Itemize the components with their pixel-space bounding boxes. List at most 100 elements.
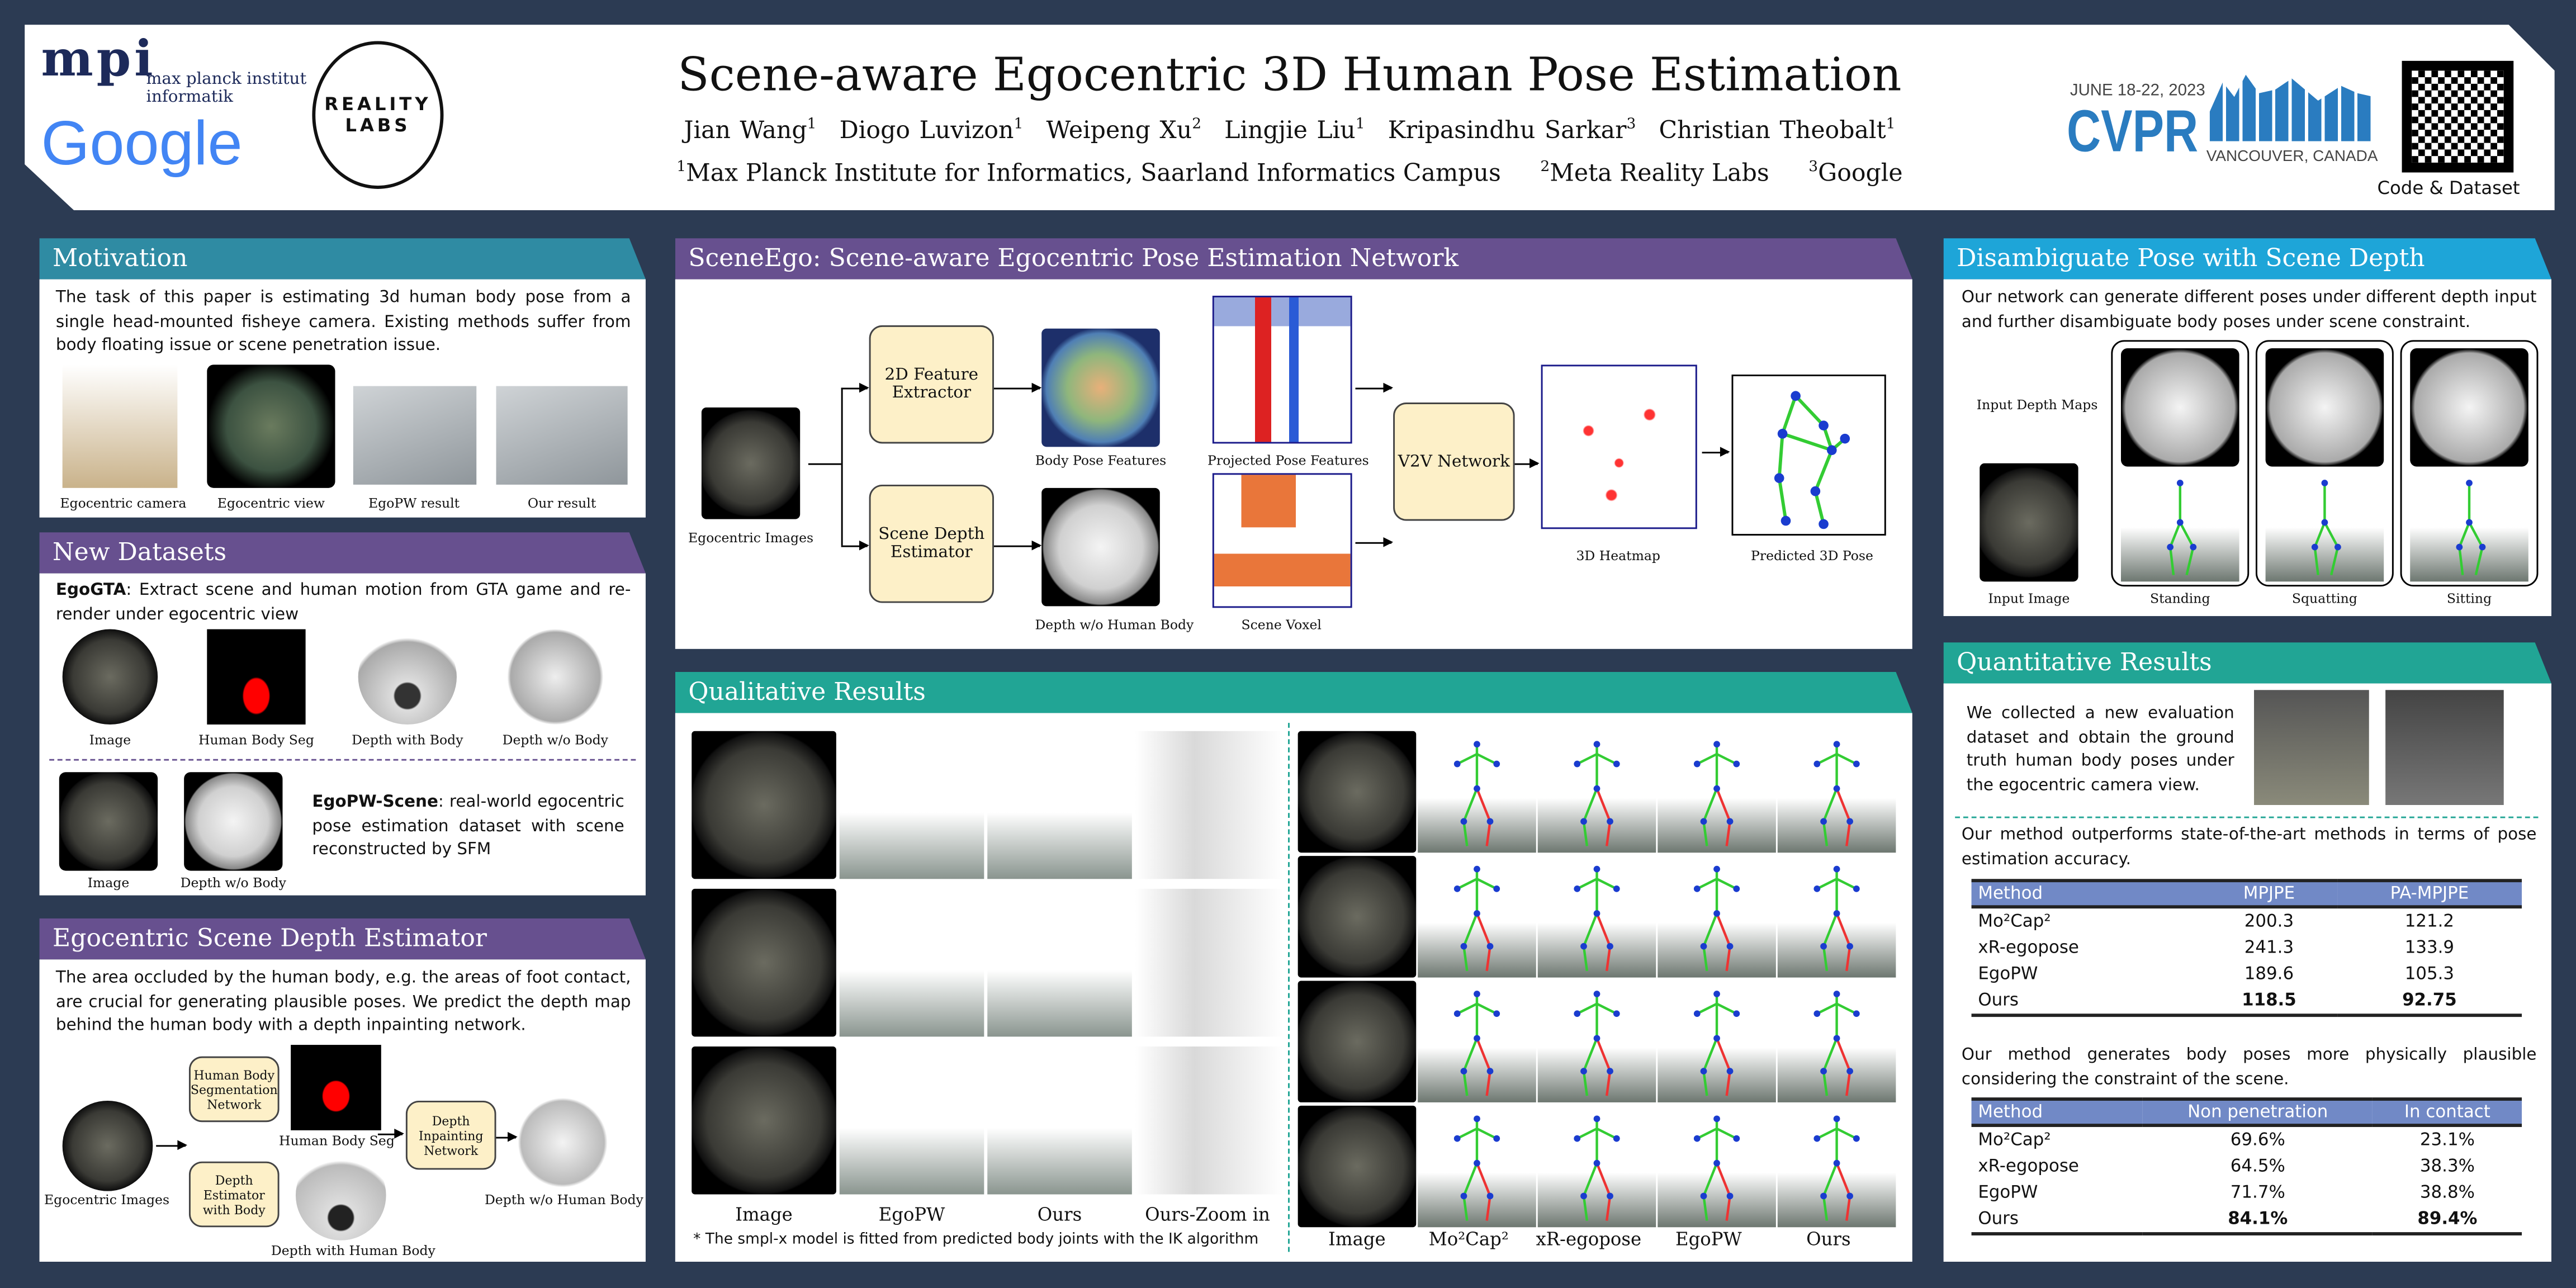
pose-label: Standing: [2150, 591, 2210, 607]
divider: [1955, 816, 2539, 818]
caption: Projected Pose Features: [1208, 453, 1369, 468]
caption: Image: [87, 875, 130, 891]
column-header: MPJPE: [2201, 879, 2337, 909]
qualitative-input-image: [1298, 1105, 1417, 1228]
skeleton-icon: [1453, 741, 1500, 846]
table-cell: 105.3: [2404, 964, 2455, 984]
arrow: [993, 382, 1042, 393]
depth-with-body-output-image: [295, 1150, 386, 1240]
column-label: EgoPW: [1675, 1229, 1742, 1251]
human-seg-output-image: [291, 1045, 381, 1130]
connector: [841, 387, 843, 546]
egocentric-input-image: [62, 1100, 153, 1191]
affiliation: 3Google: [1808, 159, 1903, 187]
qualitative-input-image: [692, 888, 836, 1037]
qualitative-input-image: [692, 1046, 836, 1195]
caption: Scene Voxel: [1241, 617, 1322, 633]
cvpr-logo: CVPR: [2067, 97, 2199, 164]
skeleton-icon: [1693, 865, 1740, 972]
caption: Depth with Human Body: [271, 1243, 435, 1259]
table-cell: xR-egopose: [1978, 1156, 2079, 1177]
pose-result-image: [2410, 473, 2528, 582]
skeleton-result-image: [1537, 1105, 1656, 1228]
skeleton-result-image: [1418, 856, 1536, 978]
table-cell: EgoPW: [1978, 964, 2038, 984]
affiliation-list: 1Max Planck Institute for Informatics, S…: [518, 159, 2062, 187]
skeleton-icon: [1574, 991, 1620, 1096]
ours-zoom-image: [1135, 731, 1284, 879]
caption: Image: [89, 732, 131, 748]
skeleton-icon: [1813, 1115, 1860, 1221]
author-name: Diogo Luvizon1: [839, 116, 1024, 145]
skeleton-result-image: [1777, 1105, 1896, 1228]
qualitative-input-image: [1298, 856, 1417, 978]
caption: Predicted 3D Pose: [1751, 548, 1873, 564]
table-cell: 69.6%: [2230, 1130, 2285, 1150]
evaluation-image-1: [2254, 690, 2369, 806]
egopw-depth-image: [184, 772, 283, 871]
table-cell: 92.75: [2337, 987, 2522, 1017]
qualitative-input-image: [1298, 731, 1417, 853]
projected-pose-features-cube: [1212, 295, 1352, 444]
affiliation: 2Meta Reality Labs: [1540, 159, 1769, 187]
skeleton-result-image: [1777, 731, 1896, 853]
footnote: * The smpl-x model is fitted from predic…: [693, 1232, 1259, 1249]
depth-estimator-box: Depth Estimator with Body: [188, 1161, 280, 1228]
table-cell: Ours: [1971, 1206, 2143, 1235]
quantitative-text-1: Our method outperforms state-of-the-art …: [1961, 826, 2537, 869]
skeleton-result-image: [1777, 856, 1896, 978]
affiliation: 1Max Planck Institute for Informatics, S…: [676, 159, 1501, 187]
caption: Input Image: [1988, 591, 2070, 607]
row-label: Input Depth Maps: [1976, 397, 2098, 413]
table-cell: 64.5%: [2230, 1156, 2285, 1177]
caption: Depth w/o Body: [502, 732, 608, 748]
skeleton-result-image: [1418, 731, 1536, 853]
skeleton-icon: [1693, 741, 1740, 846]
arrow: [1514, 458, 1540, 468]
egopw-mesh-image: [839, 888, 984, 1037]
pose-panel: [2111, 340, 2250, 587]
arrow: [496, 1131, 518, 1142]
table-cell: 38.8%: [2419, 1182, 2475, 1203]
ours-mesh-image: [987, 1046, 1132, 1195]
divider: [49, 759, 636, 761]
table-cell: 89.4%: [2373, 1206, 2522, 1235]
table-cell: xR-egopose: [1978, 938, 2079, 958]
depth-estimator-title: Egocentric Scene Depth Estimator: [40, 918, 646, 959]
poster-title: Scene-aware Egocentric 3D Human Pose Est…: [678, 48, 1902, 102]
human-body-seg-image: [207, 629, 306, 725]
skeleton-icon: [1774, 391, 1850, 529]
skeleton-icon: [1813, 741, 1860, 846]
our-result-image: [496, 386, 628, 485]
table-cell: 71.7%: [2230, 1182, 2285, 1203]
table-cell: 121.2: [2404, 912, 2455, 932]
skeleton-result-image: [1537, 856, 1656, 978]
segmentation-network-box: Human Body Segmentation Network: [188, 1056, 280, 1123]
qr-code[interactable]: [2398, 57, 2517, 176]
egocentric-view-image: [207, 364, 335, 488]
3d-heatmap-cube: [1541, 364, 1697, 529]
skeleton-icon: [1574, 741, 1620, 846]
column-label: Ours: [1037, 1204, 1082, 1226]
table-cell: Ours: [1971, 987, 2201, 1017]
caption: Depth w/o Human Body: [1035, 617, 1194, 633]
arrow: [156, 1140, 188, 1150]
egogta-image: [62, 629, 158, 725]
caption: Our result: [527, 496, 596, 511]
author-name: Weipeng Xu2: [1046, 116, 1202, 145]
column-header: PA-MPJPE: [2337, 879, 2522, 909]
column-header: Non penetration: [2142, 1097, 2373, 1128]
skeleton-icon: [2456, 480, 2486, 576]
pose-panel: [2400, 340, 2539, 587]
arrow: [1355, 537, 1394, 547]
skeleton-icon: [1453, 991, 1500, 1096]
caption: Body Pose Features: [1035, 453, 1167, 468]
column-label: xR-egopose: [1536, 1229, 1642, 1251]
motivation-text: The task of this paper is estimating 3d …: [55, 289, 631, 355]
pose-label: Sitting: [2446, 591, 2492, 607]
